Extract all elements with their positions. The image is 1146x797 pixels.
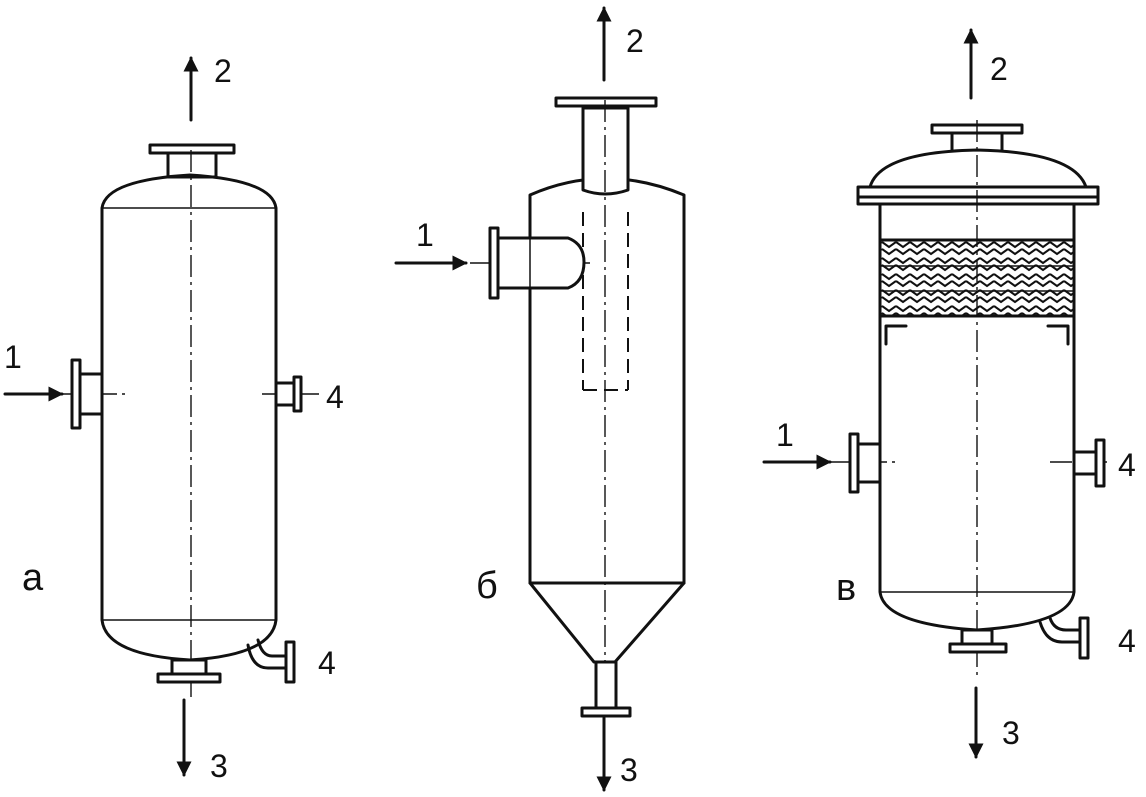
side-nozzle-a bbox=[274, 381, 296, 407]
vessel-a bbox=[3, 56, 320, 777]
side-nozzle-v bbox=[1072, 450, 1098, 476]
vessel-b bbox=[394, 6, 686, 792]
stream-label-3-v: 3 bbox=[1002, 715, 1020, 751]
drain-flange-v bbox=[1078, 616, 1090, 660]
figure-label-a: а bbox=[22, 557, 44, 599]
vessel-v bbox=[762, 28, 1110, 759]
inlet-nozzle-a bbox=[78, 372, 104, 416]
side-flange-a bbox=[292, 375, 303, 413]
bottom-flange-b bbox=[580, 706, 632, 718]
body-flange-v-lower bbox=[856, 195, 1100, 206]
stream-label-2-a: 2 bbox=[214, 53, 232, 89]
stream-label-3-b: 3 bbox=[620, 752, 638, 788]
stream-label-4-a-mid: 4 bbox=[326, 379, 344, 415]
figure-label-v: в bbox=[836, 567, 856, 609]
drain-flange-a bbox=[284, 640, 296, 684]
inlet-flange-v bbox=[848, 432, 860, 494]
side-flange-v bbox=[1094, 438, 1106, 488]
top-flange-b bbox=[554, 96, 658, 108]
stream-label-1-a: 1 bbox=[4, 339, 22, 375]
bottom-flange-a bbox=[156, 672, 222, 684]
inlet-nozzle-v bbox=[856, 442, 882, 484]
inlet-flange-a bbox=[70, 358, 82, 430]
figure-label-b: б bbox=[476, 565, 498, 607]
stream-label-4-v-mid: 4 bbox=[1118, 447, 1136, 483]
bottom-flange-v bbox=[948, 642, 1008, 654]
stream-label-2-b: 2 bbox=[626, 23, 644, 59]
tangential-inlet-b bbox=[496, 236, 586, 290]
bottom-nozzle-v bbox=[960, 628, 994, 646]
stream-label-2-v: 2 bbox=[990, 51, 1008, 87]
stream-label-3-a: 3 bbox=[210, 748, 228, 784]
stream-label-1-v: 1 bbox=[776, 417, 794, 453]
inlet-flange-b bbox=[488, 226, 500, 300]
stream-label-4-a-low: 4 bbox=[318, 645, 336, 681]
top-nozzle-a bbox=[166, 151, 218, 179]
stream-label-4-v-low: 4 bbox=[1118, 623, 1136, 659]
bottom-nozzle-a bbox=[170, 658, 208, 676]
stream-label-1-b: 1 bbox=[416, 217, 434, 253]
bottom-nozzle-b bbox=[594, 660, 618, 710]
